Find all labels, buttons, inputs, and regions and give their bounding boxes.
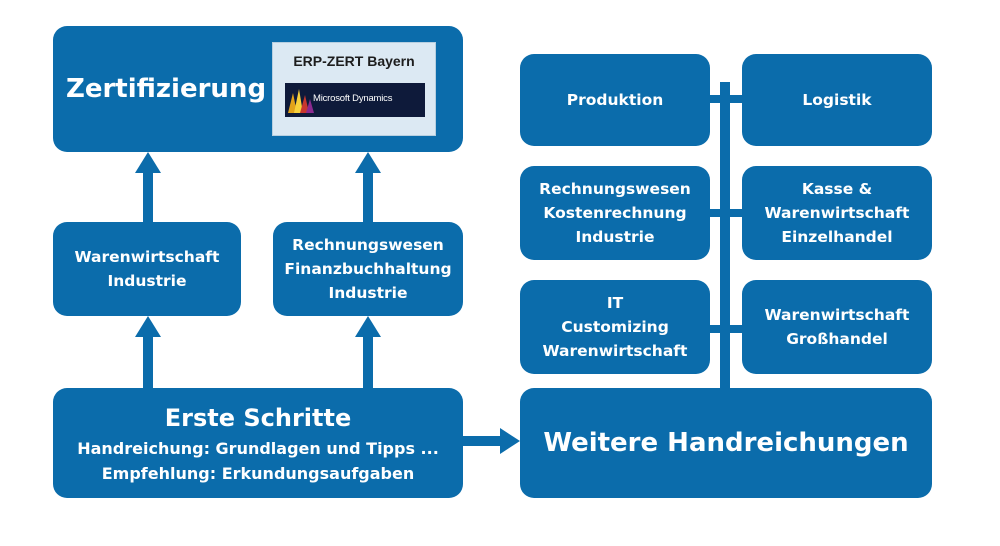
module-label-line: Customizing [561, 318, 669, 336]
module-logistik: Logistik [742, 54, 932, 146]
module-kasse-warenwirtschaft: Kasse & Warenwirtschaft Einzelhandel [742, 166, 932, 260]
module-label-line: Finanzbuchhaltung [284, 260, 452, 278]
module-rechnungswesen-fibu: Rechnungswesen Finanzbuchhaltung Industr… [273, 222, 463, 316]
first-steps-line2: Empfehlung: Erkundungsaufgaben [101, 464, 415, 483]
further-guides-title: Weitere Handreichungen [543, 428, 909, 458]
module-warenwirtschaft-industrie: Warenwirtschaft Industrie [53, 222, 241, 316]
module-label-line: Warenwirtschaft [74, 248, 220, 266]
further-guides-box: Weitere Handreichungen [520, 388, 932, 498]
module-label-line: Einzelhandel [781, 228, 893, 246]
arrow-first-steps-to-rechnungswesen [355, 316, 381, 388]
arrow-first-steps-to-weitere [462, 428, 520, 454]
module-label-line: Produktion [566, 91, 664, 109]
first-steps-title: Erste Schritte [164, 404, 352, 432]
module-warenwirtschaft-grosshandel: Warenwirtschaft Großhandel [742, 280, 932, 374]
module-label-line: Industrie [575, 228, 655, 246]
microsoft-dynamics-banner: Microsoft Dynamics [285, 83, 425, 117]
erp-zert-logo: ERP-ZERT Bayern Microsoft Dynamics [272, 42, 436, 136]
arrow-rechnungswesen-to-zertifizierung [355, 152, 381, 224]
vertical-connector [720, 82, 730, 392]
module-label-line: Logistik [802, 91, 872, 109]
module-label-line: IT [606, 294, 624, 312]
module-it-customizing: IT Customizing Warenwirtschaft [520, 280, 710, 374]
module-label-line: Kasse & [801, 180, 873, 198]
logo-text: Microsoft Dynamics [313, 93, 393, 104]
module-label-line: Rechnungswesen [292, 236, 444, 254]
connector-it-warenwirtschaft [706, 325, 746, 333]
module-label-line: Rechnungswesen [539, 180, 691, 198]
logo-title: ERP-ZERT Bayern [293, 53, 415, 69]
arrow-first-steps-to-warenwirtschaft [135, 316, 161, 388]
connector-produktion-logistik [706, 95, 746, 103]
module-label-line: Warenwirtschaft [764, 306, 910, 324]
module-rechnungswesen-kostenrechnung: Rechnungswesen Kostenrechnung Industrie [520, 166, 710, 260]
first-steps-line1: Handreichung: Grundlagen und Tipps ... [77, 439, 439, 458]
first-steps-box: Erste Schritte Handreichung: Grundlagen … [53, 388, 463, 498]
dynamics-icon [288, 89, 314, 113]
module-label-line: Warenwirtschaft [764, 204, 910, 222]
module-produktion: Produktion [520, 54, 710, 146]
module-label-line: Industrie [107, 272, 187, 290]
connector-rechnungswesen-kasse [706, 209, 746, 217]
module-label-line: Großhandel [786, 330, 888, 348]
arrow-warenwirtschaft-to-zertifizierung [135, 152, 161, 224]
module-label-line: Kostenrechnung [543, 204, 687, 222]
module-label-line: Warenwirtschaft [542, 342, 688, 360]
module-label-line: Industrie [328, 284, 408, 302]
certification-title: Zertifizierung [66, 74, 267, 104]
